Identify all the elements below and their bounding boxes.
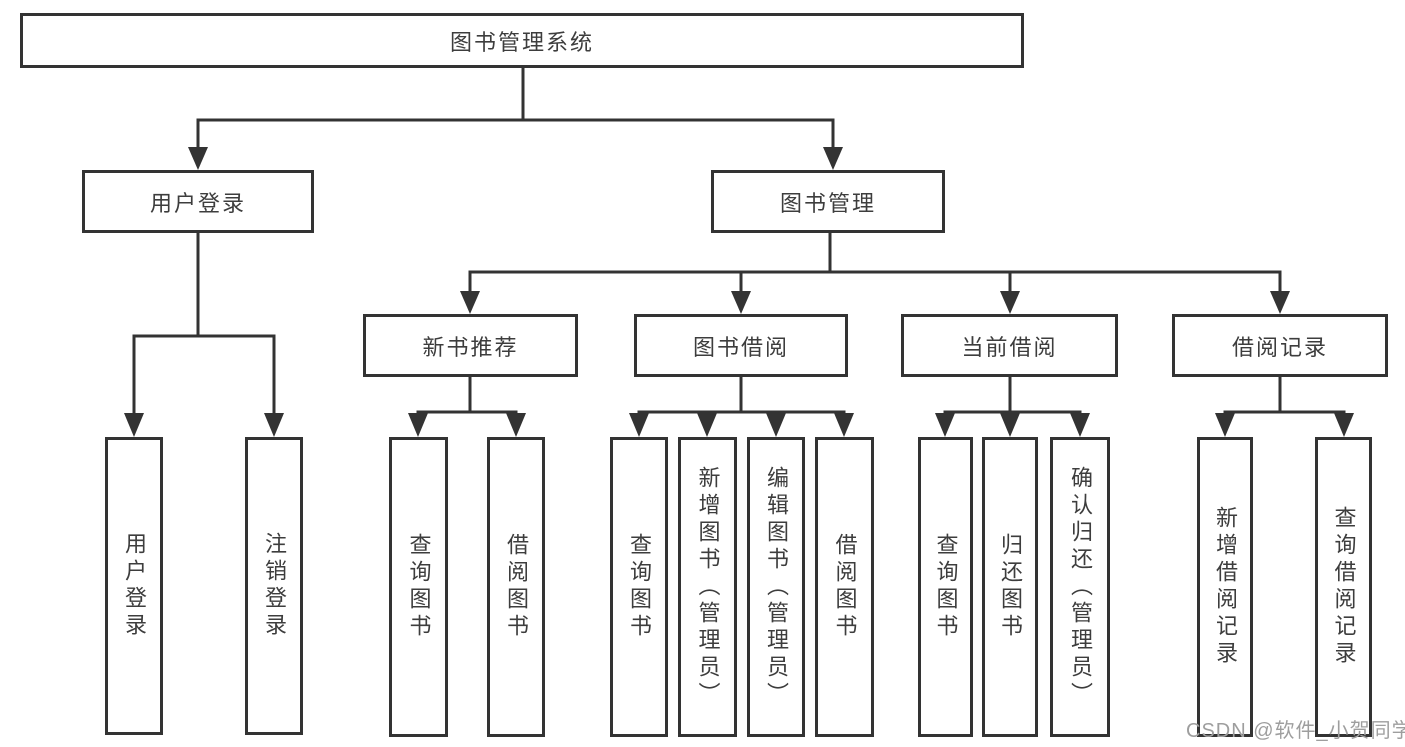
csdn-watermark: CSDN @软件_小贺同学 [1186,720,1405,742]
leaf-return-books-label: 归还图书 [998,533,1023,641]
leaf-logout-label: 注销登录 [262,532,287,640]
arrow-leaf-borrow2 [834,413,854,437]
arrow-leaf-return [1000,413,1020,437]
leaf-confirm-return-admin-label: 确认归还（管理员） [1068,465,1093,709]
arrow-leaf-borrow1 [506,413,526,437]
connector-arrowheads [124,147,1354,437]
arrow-leaf-add-book [697,413,717,437]
leaf-add-borrow-record-label: 新增借阅记录 [1213,506,1238,668]
leaf-add-book-admin: 新增图书（管理员） [678,437,737,737]
leaf-confirm-return-admin: 确认归还（管理员） [1050,437,1110,737]
arrow-leaf-confirm-return [1070,413,1090,437]
leaf-query-borrow-record-label: 查询借阅记录 [1331,506,1357,668]
arrow-book-borrow [731,291,751,314]
leaf-edit-book-admin-label: 编辑图书（管理员） [764,465,789,709]
node-book-borrow: 图书借阅 [634,314,848,377]
arrow-leaf-query2 [629,413,649,437]
arrow-current-borrow [1000,291,1020,314]
leaf-query-books-2: 查询图书 [610,437,668,737]
arrow-leaf-edit-book [766,413,786,437]
leaf-logout: 注销登录 [245,437,303,735]
node-borrow-records: 借阅记录 [1172,314,1388,377]
arrow-leaf-query-record [1334,413,1354,437]
node-user-login: 用户登录 [82,170,314,233]
arrow-user-login [188,147,208,170]
leaf-borrow-books-1-label: 借阅图书 [504,533,529,641]
arrow-leaf-query1 [408,413,428,437]
arrow-borrow-record [1270,291,1290,314]
node-new-book-recommend: 新书推荐 [363,314,578,377]
node-library-system: 图书管理系统 [20,13,1024,68]
leaf-query-books-1: 查询图书 [389,437,448,737]
leaf-user-login: 用户登录 [105,437,163,735]
leaf-query-books-3: 查询图书 [918,437,973,737]
arrow-new-book [460,291,480,314]
leaf-query-books-1-label: 查询图书 [406,533,432,641]
arrow-book-management [823,147,843,170]
node-book-management: 图书管理 [711,170,945,233]
leaf-query-borrow-record: 查询借阅记录 [1315,437,1372,737]
arrow-leaf-logout [264,413,284,437]
leaf-add-book-admin-label: 新增图书（管理员） [695,465,721,709]
leaf-user-login-label: 用户登录 [122,532,147,640]
leaf-return-books: 归还图书 [982,437,1038,737]
node-current-borrow: 当前借阅 [901,314,1118,377]
arrow-leaf-add-record [1215,413,1235,437]
leaf-borrow-books-2-label: 借阅图书 [832,533,858,641]
leaf-add-borrow-record: 新增借阅记录 [1197,437,1253,737]
leaf-borrow-books-1: 借阅图书 [487,437,545,737]
arrow-leaf-login [124,413,144,437]
connector-lines [132,68,1346,417]
leaf-query-books-2-label: 查询图书 [627,533,652,641]
leaf-edit-book-admin: 编辑图书（管理员） [747,437,805,737]
leaf-borrow-books-2: 借阅图书 [815,437,874,737]
leaf-query-books-3-label: 查询图书 [933,533,959,641]
arrow-leaf-query3 [935,413,955,437]
